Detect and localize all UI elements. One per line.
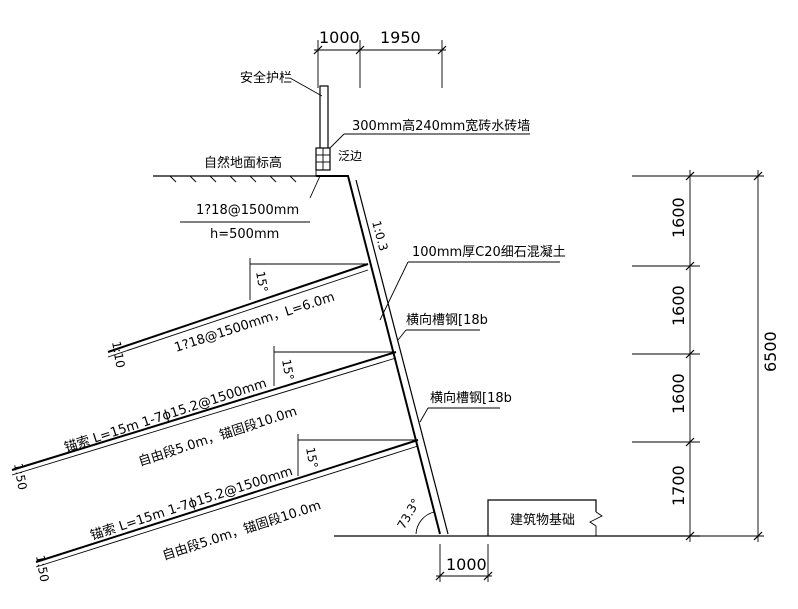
- dim-top-left: 1000: [319, 28, 360, 47]
- concrete-label: 100mm厚C20细石混凝土: [412, 244, 566, 260]
- anchor-row2-spec: 锚索 L=15m 1-7ϕ15.2@1500mm: [63, 376, 269, 456]
- waler1-label: 横向槽钢[18b: [406, 312, 488, 328]
- dim-seg1: 1600: [669, 197, 688, 238]
- angle-row3: 15°: [303, 446, 320, 469]
- dim-total: 6500: [761, 331, 780, 372]
- building-foundation: 建筑物基础: [487, 499, 603, 536]
- dim-bottom: 1000: [446, 555, 487, 574]
- dim-seg4: 1700: [669, 465, 688, 506]
- right-dimensions: 1600 1600 1600 1700 6500: [632, 170, 780, 542]
- bottom-dimension: 1000: [435, 544, 493, 582]
- waler-2: 横向槽钢[18b: [419, 390, 512, 423]
- brick-wall-label: 300mm高240mm宽砖水砖墙: [352, 118, 530, 134]
- angle-row2: 15°: [279, 358, 296, 381]
- ground-label: 自然地面标高: [204, 155, 282, 171]
- angle-row1: 15°: [253, 270, 270, 293]
- guardrail-label: 安全护栏: [240, 70, 292, 86]
- anchor-row3-spec: 锚索 L=15m 1-7ϕ15.2@1500mm: [89, 464, 295, 544]
- dim-top-right: 1950: [380, 28, 421, 47]
- waler-1: 横向槽钢[18b: [397, 312, 488, 341]
- top-nail-annotation: 1?18@1500mm h=500mm: [180, 175, 321, 242]
- slope-face: [315, 170, 449, 535]
- toe-angle-label: 73.3°: [394, 496, 422, 531]
- dim-seg3: 1600: [669, 373, 688, 414]
- concrete-facing-annotation: 100mm厚C20细石混凝土: [379, 244, 566, 321]
- waler2-label: 横向槽钢[18b: [430, 390, 512, 406]
- anchor-row-3: 15° 锚索 L=15m 1-7ϕ15.2@1500mm 自由段5.0m，锚固段…: [33, 434, 419, 583]
- top-nail-spec: 1?18@1500mm: [196, 203, 299, 218]
- guardrail: 安全护栏: [240, 70, 329, 151]
- anchor-row-2: 15° 锚索 L=15m 1-7ϕ15.2@1500mm 自由段5.0m，锚固段…: [11, 346, 397, 491]
- nail-row1-end: 1:10: [109, 340, 127, 369]
- ground-line: 自然地面标高: [153, 155, 316, 183]
- top-dimension: 1000 1950: [313, 28, 447, 88]
- brick-wall: 300mm高240mm宽砖水砖墙 泛边: [315, 118, 530, 171]
- slope-ratio-label: 1:0.3: [369, 219, 390, 252]
- anchor-row2-end: 1:50: [11, 462, 29, 491]
- foundation-label: 建筑物基础: [510, 512, 575, 528]
- anchor-row3-end: 1:50: [33, 554, 51, 583]
- toe-angle: 73.3°: [394, 496, 435, 535]
- dim-seg2: 1600: [669, 285, 688, 326]
- top-nail-height: h=500mm: [210, 227, 279, 242]
- slope-top-label: 泛边: [338, 149, 362, 163]
